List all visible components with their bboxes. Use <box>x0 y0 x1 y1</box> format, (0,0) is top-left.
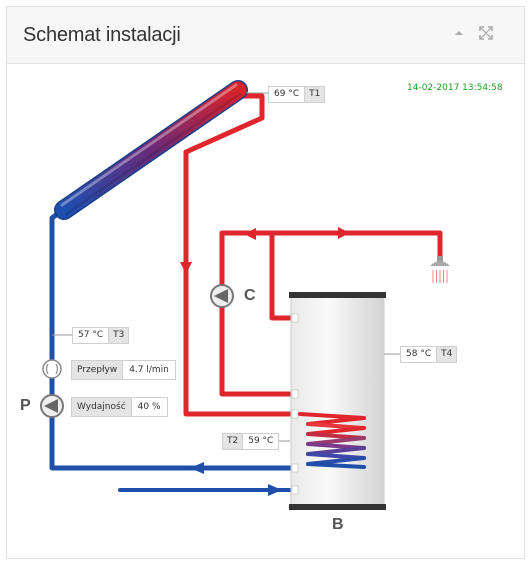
sensor-t3-id: T3 <box>108 328 129 343</box>
panel-title: Schemat instalacji <box>23 24 181 46</box>
panel-header: Schemat instalacji <box>7 7 524 64</box>
sensor-t3-value: 57 °C <box>73 328 109 343</box>
pump-c-label: C <box>244 287 256 304</box>
pump-c-icon[interactable] <box>210 284 234 308</box>
sensor-t1-value: 69 °C <box>269 87 305 102</box>
sensor-t1: 69 °C T1 <box>268 86 326 103</box>
output-value: 40 % <box>137 402 161 412</box>
flow-value: 4.7 l/min <box>129 365 169 375</box>
solar-collector <box>54 80 248 220</box>
output-readout: Wydajność 40 % <box>71 397 168 417</box>
flow-readout: Przepływ 4.7 l/min <box>71 360 176 380</box>
sensor-t2-id: T2 <box>223 434 244 449</box>
shower-head-icon <box>430 256 450 283</box>
sensor-t2: T2 59 °C <box>222 433 280 450</box>
flow-meter-icon <box>42 359 62 379</box>
hot-pipes <box>183 93 443 417</box>
storage-tank <box>289 292 386 510</box>
output-label: Wydajność <box>72 398 132 416</box>
sensor-t3: 57 °C T3 <box>72 327 130 344</box>
sensor-t4-id: T4 <box>436 347 457 362</box>
expand-icon[interactable] <box>478 25 494 41</box>
flow-label: Przepływ <box>72 361 124 379</box>
tank-b-label: B <box>332 516 344 533</box>
timestamp: 14-02-2017 13:54:58 <box>407 83 503 93</box>
pump-p-label: P <box>20 397 31 414</box>
heat-exchanger-coil <box>298 412 366 469</box>
sensor-t2-value: 59 °C <box>243 434 279 449</box>
sensor-t4: 58 °C T4 <box>400 346 458 363</box>
flow-arrows <box>180 227 350 496</box>
caret-up-icon[interactable] <box>451 25 467 41</box>
sensor-t1-id: T1 <box>304 87 325 102</box>
pump-p-icon[interactable] <box>40 394 64 418</box>
sensor-t4-value: 58 °C <box>401 347 437 362</box>
